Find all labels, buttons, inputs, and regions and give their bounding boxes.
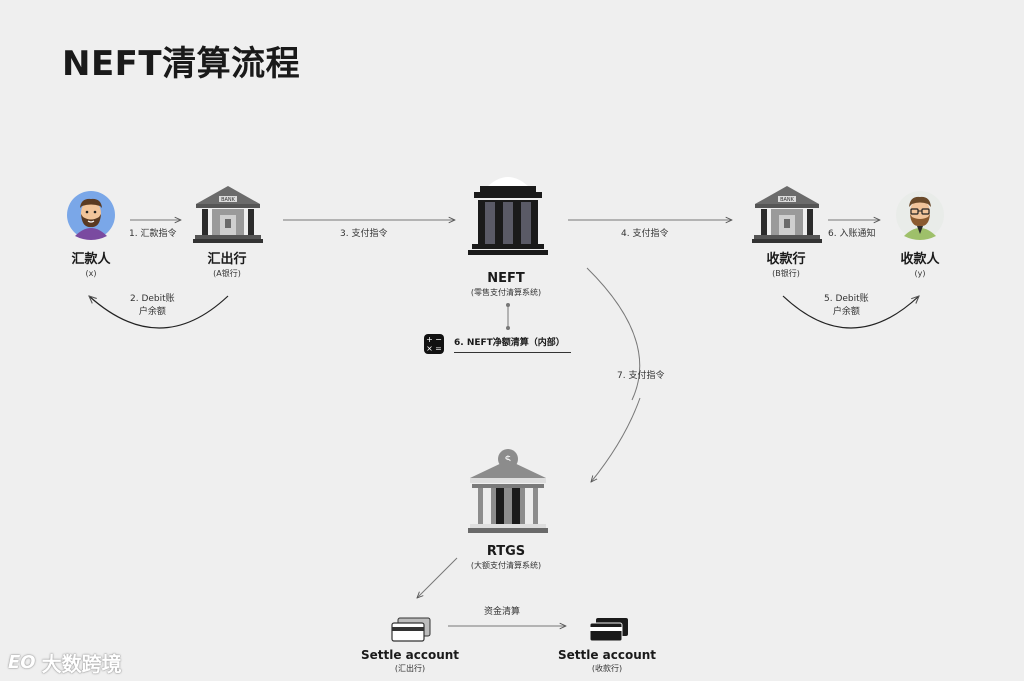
settle-account-b-node: Settle account (收款行) [558, 647, 656, 675]
remitter-avatar [66, 190, 116, 240]
beneficiary-bank-icon: BANK [752, 184, 822, 246]
rtgs-node: RTGS (大额支付清算系统) [471, 544, 541, 572]
arrow-step-5 [782, 296, 919, 329]
step-5-label: 5. Debit账 户余额 [824, 293, 869, 319]
watermark-logo: EO [8, 652, 36, 673]
funds-settlement-label: 资金清算 [484, 607, 521, 617]
arrow-rtgs-to-settle [417, 557, 458, 598]
step-6-label: 6. 入账通知 [828, 229, 876, 239]
watermark: EO 大数跨境 [8, 648, 122, 677]
step-1-label: 1. 汇款指令 [129, 229, 177, 239]
remitting-bank-sign: BANK [221, 197, 236, 203]
step-3-label: 3. 支付指令 [340, 229, 388, 239]
settle-account-b-icon [588, 617, 630, 643]
settle-account-b-sub: (收款行) [591, 664, 623, 673]
remitter-sub: (x) [85, 269, 97, 278]
remitting-bank-node: 汇出行 (A银行) [207, 252, 246, 280]
beneficiary-bank-node: 收款行 (B银行) [766, 252, 805, 280]
neft-sub: (零售支付清算系统) [470, 288, 542, 297]
settle-account-a-node: Settle account (汇出行) [361, 647, 459, 675]
neft-node: NEFT (零售支付清算系统) [471, 271, 541, 299]
beneficiary-node: 收款人 (y) [900, 252, 939, 280]
step-5-line-2: 户余额 [832, 307, 860, 317]
netting-label: 6. NEFT净额清算（内部） [454, 335, 571, 353]
arrow-step-2 [89, 296, 229, 329]
beneficiary-bank-sub: (B银行) [772, 269, 800, 278]
watermark-text: 大数跨境 [41, 652, 122, 676]
beneficiary-bank-name: 收款行 [766, 252, 806, 267]
rtgs-sub: (大额支付清算系统) [470, 561, 542, 570]
neft-icon [466, 168, 550, 258]
neft-name: NEFT [487, 271, 525, 286]
rtgs-name: RTGS [486, 544, 526, 559]
step-7-label: 7. 支付指令 [617, 371, 665, 381]
settle-account-b-name: Settle account [557, 648, 657, 662]
settle-account-a-sub: (汇出行) [394, 664, 426, 673]
page-title: NEFT清算流程 [62, 44, 301, 84]
beneficiary-sub: (y) [914, 269, 926, 278]
step-2-line-2: 户余额 [138, 307, 166, 317]
step-5-line-1: 5. Debit账 [824, 294, 869, 304]
currency-symbol: $ [505, 453, 512, 466]
beneficiary-bank-sign: BANK [780, 197, 795, 203]
neft-netting: +− ×= 6. NEFT净额清算（内部） [424, 334, 571, 354]
calculator-icon: +− ×= [424, 334, 444, 354]
step-4-label: 4. 支付指令 [621, 229, 669, 239]
remitting-bank-icon: BANK [193, 184, 263, 246]
arrow-step-7 [586, 267, 641, 401]
remitter-node: 汇款人 (x) [71, 252, 110, 280]
rtgs-icon: $ [466, 448, 550, 536]
beneficiary-avatar [895, 190, 945, 240]
step-2-line-1: 2. Debit账 [130, 294, 175, 304]
beneficiary-name: 收款人 [900, 252, 940, 267]
settle-account-a-name: Settle account [360, 648, 460, 662]
settle-account-a-icon [390, 617, 432, 643]
remitting-bank-sub: (A银行) [213, 269, 241, 278]
step-2-label: 2. Debit账 户余额 [130, 293, 175, 319]
remitting-bank-name: 汇出行 [207, 252, 247, 267]
remitter-name: 汇款人 [71, 252, 111, 267]
